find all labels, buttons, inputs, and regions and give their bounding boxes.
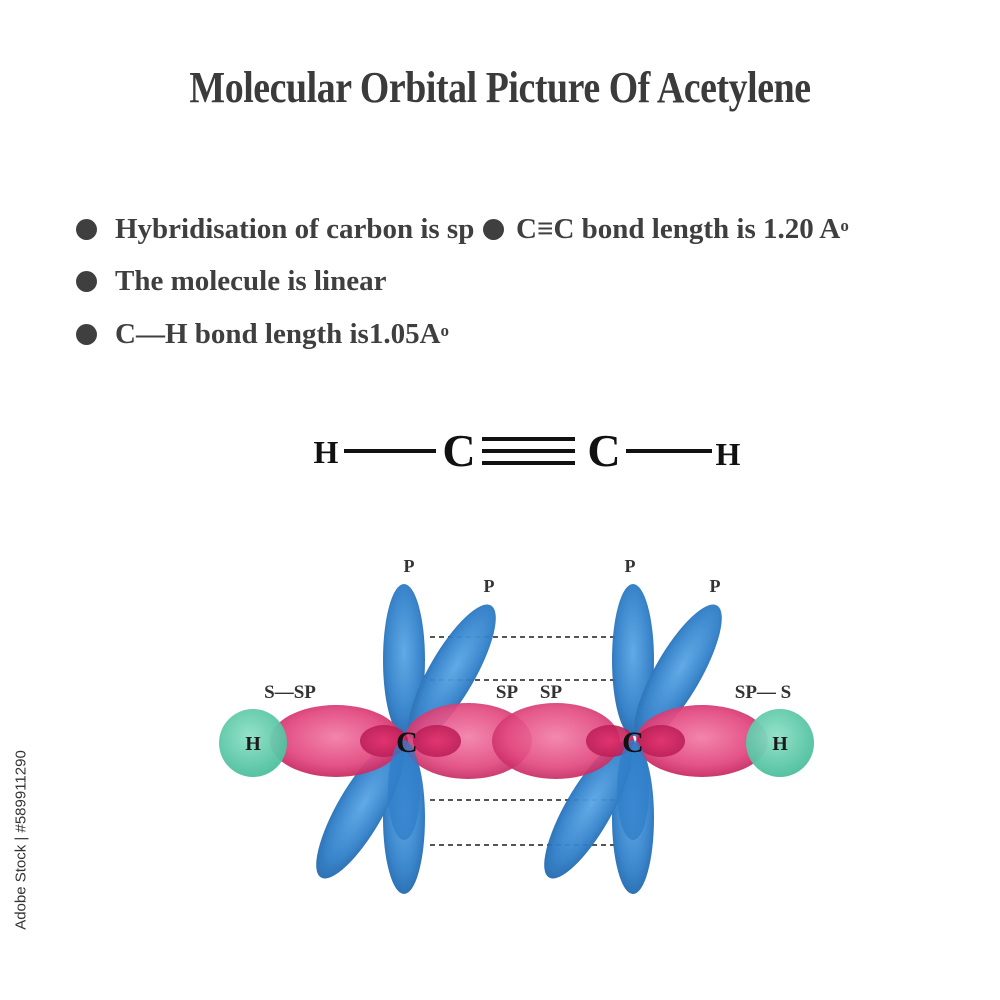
p-orbital-lobe: [383, 584, 425, 736]
triple-bond: [482, 437, 575, 465]
sp-orbital-lobe: [404, 703, 532, 779]
bullet-icon: [483, 219, 504, 240]
p-orbital-lobe: [634, 604, 722, 742]
label-s-sp-left: S—SP: [264, 682, 316, 703]
sp-orbital-small-lobe: [637, 725, 685, 757]
angstrom-superscript: o: [840, 215, 849, 235]
angstrom-superscript: o: [440, 320, 450, 340]
stock-id-watermark: Adobe Stock | #589911290: [6, 750, 36, 930]
orbital-c-left: C: [396, 726, 418, 759]
sp-orbitals: [270, 703, 768, 779]
formula-c-right: C: [587, 425, 620, 476]
sp-orbital-lobe: [492, 703, 620, 779]
formula-h-right: H: [716, 436, 741, 472]
formula-h-left: H: [314, 434, 339, 470]
fact-linear: The molecule is linear: [76, 265, 386, 298]
label-sp-right-center: SP: [540, 682, 563, 703]
sp-orbital-lobe: [270, 705, 402, 777]
fact-hybridisation-text: Hybridisation of carbon is sp: [115, 213, 475, 245]
orbital-h-right: H: [772, 733, 788, 755]
label-p-right-tilted: P: [710, 576, 721, 596]
orbital-h-left: H: [245, 733, 261, 755]
p-orbital-lobe: [316, 741, 404, 879]
label-sp-s-right: SP— S: [735, 682, 792, 703]
sp-orbital-small-lobe: [586, 725, 634, 757]
bullet-icon: [76, 324, 97, 345]
stock-id-text: Adobe Stock | #589911290: [12, 750, 30, 930]
hydrogen-s-orbital-left: [219, 709, 287, 777]
fact-cc-bond-text: C≡C bond length is 1.20 A: [516, 213, 841, 245]
label-sp-left-center: SP: [496, 682, 519, 703]
label-p-left-vertical: P: [404, 556, 415, 576]
label-p-right-vertical: P: [625, 556, 636, 576]
fact-linear-text: The molecule is linear: [115, 265, 387, 297]
label-p-left-tilted: P: [484, 576, 495, 596]
bullet-icon: [76, 219, 97, 240]
page-title: Molecular Orbital Picture Of Acetylene: [189, 63, 811, 112]
orbital-c-right: C: [622, 726, 644, 759]
p-orbital-lobe: [408, 604, 496, 742]
axial-p-overlay: [388, 740, 649, 840]
fact-hybridisation: Hybridisation of carbon is sp: [76, 213, 474, 246]
fact-ch-bond-text: C—H bond length is1.05A: [115, 318, 441, 350]
formula-c-left: C: [442, 425, 475, 476]
sp-orbital-small-lobe: [413, 725, 461, 757]
sp-orbital-lobe: [636, 705, 768, 777]
hydrogen-s-orbital-right: [746, 709, 814, 777]
p-orbital-lobe: [544, 741, 632, 879]
bullet-icon: [76, 271, 97, 292]
